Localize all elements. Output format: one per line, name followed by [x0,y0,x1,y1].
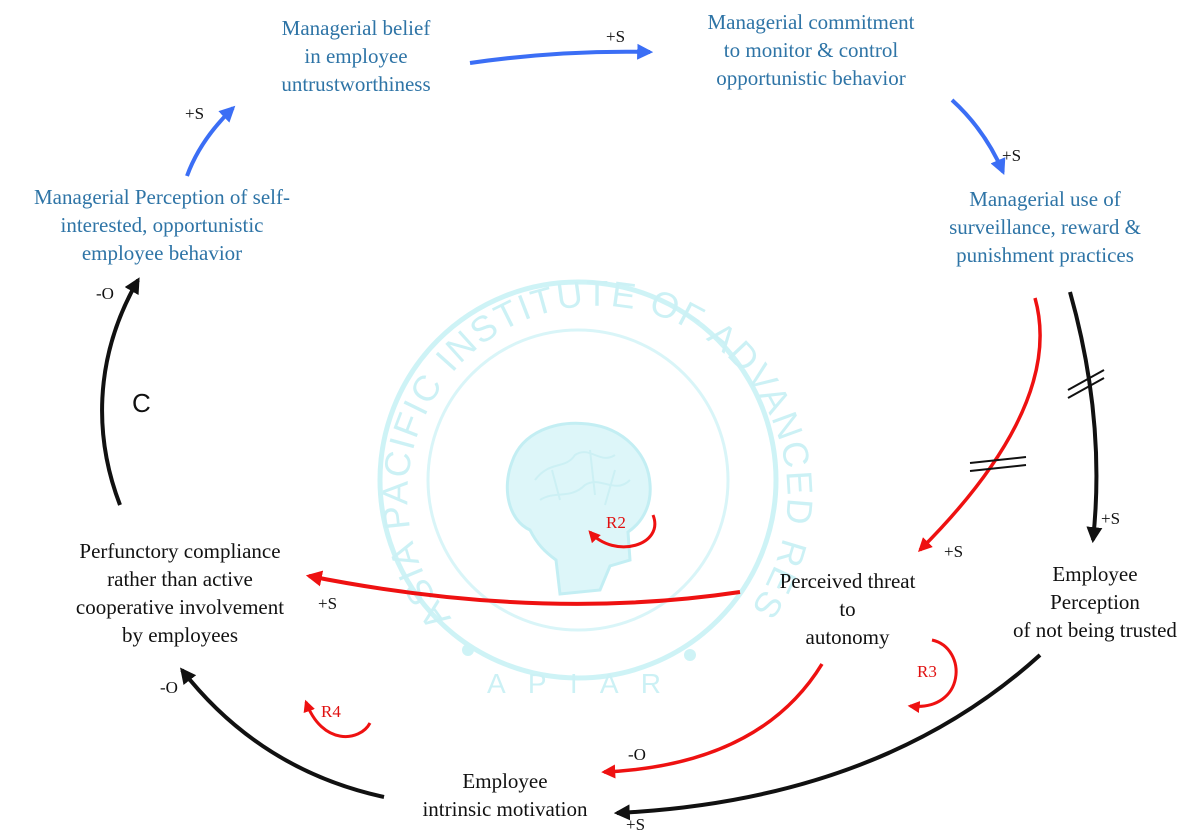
node-text-line: in employee [304,44,408,68]
arrow-use-to-threat [918,297,1042,552]
polarity-commitment-to-use: +S [1002,146,1022,165]
node-intrinsic-motivation: Employee intrinsic motivation [390,767,620,823]
arrow-threat-to-motivation [601,663,824,779]
polarity-threat-to-motivation: -O [628,745,646,764]
delay-mark-use-to-trust-2 [1067,377,1105,399]
loop-arrow-r2 [588,514,657,549]
node-text-line: punishment practices [956,243,1134,267]
node-text-line: rather than active [107,567,253,591]
node-text-line: Managerial use of [969,187,1121,211]
arrow-threat-to-compliance [305,570,741,606]
node-text-line: Managerial commitment [707,10,915,34]
node-managerial-use: Managerial use of surveillance, reward & p… [925,185,1165,269]
loop-label-c: C [132,388,151,418]
node-text-line: Employee [1052,562,1138,586]
node-text-line: intrinsic motivation [422,797,588,821]
node-text-line: Perception [1050,590,1140,614]
loop-arrow-r4 [303,699,372,739]
node-text-line: of not being trusted [1013,618,1177,642]
loop-label-r3: R3 [917,662,937,681]
node-perfunctory-compliance: Perfunctory compliance rather than active… [46,537,314,649]
delay-mark-use-to-trust [1067,369,1105,391]
arrow-compliance-to-perception [100,277,140,506]
node-text-line: autonomy [805,625,890,649]
polarity-belief-to-commitment: +S [606,27,626,46]
node-text-line: untrustworthiness [281,72,431,96]
node-managerial-belief: Managerial belief in employee untrustworth… [236,14,476,98]
arrow-motivation-to-compliance [180,667,385,799]
polarity-use-to-threat: +S [944,542,964,561]
watermark-bottom-text: A P I A R [487,668,669,699]
delay-mark-use-to-threat [969,456,1027,464]
polarity-use-to-trust: +S [1101,509,1121,528]
polarity-motivation-to-compliance: -O [160,678,178,697]
node-managerial-commitment: Managerial commitment to monitor & contro… [686,8,936,92]
node-text-line: opportunistic behavior [716,66,906,90]
loop-arrow-r3 [907,638,958,713]
delay-mark-use-to-threat-2 [969,464,1027,472]
polarity-trust-to-motivation: +S [626,815,646,834]
arrow-belief-to-commitment [469,43,654,65]
node-text-line: Managerial Perception of self- [34,185,290,209]
loop-label-r4: R4 [321,702,341,721]
loop-label-r2: R2 [606,513,626,532]
node-text-line: by employees [121,623,239,647]
node-text-line: surveillance, reward & [949,215,1141,239]
node-text-line: Perceived threat [779,569,916,593]
node-text-line: Managerial belief [281,16,431,40]
node-text-line: employee behavior [81,241,243,265]
polarity-threat-to-compliance: +S [318,594,338,613]
node-perceived-threat: Perceived threat to autonomy [750,567,945,651]
node-text-line: to monitor & control [723,38,899,62]
node-text-line: to [839,597,856,621]
node-managerial-perception: Managerial Perception of self-interested… [2,183,322,267]
arrow-trust-to-motivation [613,653,1042,821]
polarity-perception-to-belief: +S [185,104,205,123]
node-text-line: interested, opportunistic [60,213,264,237]
node-text-line: cooperative involvement [75,595,285,619]
arrow-use-to-trust [1068,291,1103,544]
polarity-compliance-to-perception: -O [96,284,114,303]
arrow-commitment-to-use [950,98,1006,175]
node-text-line: Employee [462,769,548,793]
arrow-perception-to-belief [185,105,236,177]
node-text-line: Perfunctory compliance [79,539,281,563]
